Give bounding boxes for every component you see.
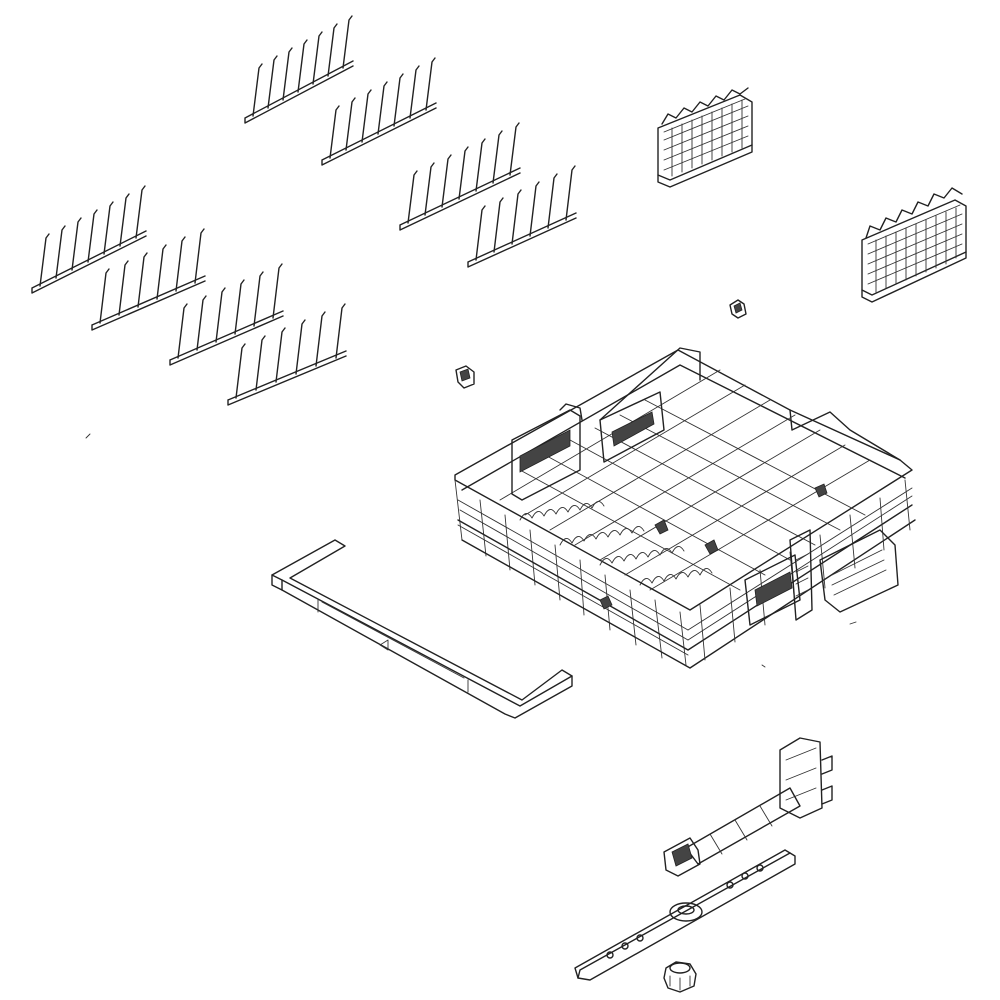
clip-1	[729, 299, 747, 319]
tine-row-5-tine	[55, 225, 66, 279]
tine-row-6-base	[91, 275, 206, 331]
tine-row-4-tine	[565, 165, 576, 221]
tine-row-1-tine	[297, 39, 308, 93]
tine-row-4-tine	[493, 197, 504, 253]
tine-row-3-tine	[441, 154, 452, 208]
tine-row-5-tine	[39, 233, 50, 287]
tine-row-6-tine	[137, 252, 148, 308]
spray-arm-manifold	[663, 737, 833, 877]
tine-row-2-base	[321, 102, 437, 166]
tine-row-1-tine	[267, 55, 278, 109]
tine-row-8-tine	[335, 303, 346, 359]
tine-row-4-tine	[475, 205, 486, 261]
tine-row-1-tine	[282, 47, 293, 101]
tine-row-1	[244, 15, 354, 124]
tine-row-8-tine	[235, 343, 246, 399]
tine-row-3-tine	[492, 130, 503, 184]
spray-arm	[574, 849, 796, 981]
cup-shelf-1	[657, 87, 753, 188]
tine-row-5	[31, 185, 147, 294]
tine-row-4-tine	[511, 189, 522, 245]
tine-rows-group	[31, 15, 577, 406]
tine-row-3-tine	[509, 122, 520, 176]
tine-row-8-base	[227, 350, 347, 406]
tine-row-2-tine	[393, 73, 404, 127]
tine-row-5-tine	[87, 209, 98, 263]
upper-rack	[454, 347, 916, 669]
tine-row-7-tine	[253, 271, 264, 327]
tine-row-5-tine	[119, 193, 130, 247]
tine-row-4-base	[467, 212, 577, 268]
cup-shelf-2	[861, 187, 967, 303]
tine-row-7	[169, 263, 284, 366]
tine-row-8-tine	[275, 327, 286, 383]
tine-row-5-tine	[103, 201, 114, 255]
tine-row-7-tine	[234, 279, 245, 335]
tine-row-6-tine	[99, 268, 110, 324]
tine-row-2-tine	[377, 81, 388, 135]
tine-row-2-tine	[409, 65, 420, 119]
tine-row-3-tine	[458, 146, 469, 200]
tine-row-6-tine	[156, 244, 167, 300]
tine-row-7-tine	[272, 263, 283, 319]
tine-row-5-tine	[71, 217, 82, 271]
tine-row-8	[227, 303, 347, 406]
clip-2	[455, 365, 475, 389]
tine-row-2-tine	[361, 89, 372, 143]
tine-row-7-tine	[196, 295, 207, 351]
tine-row-6-tine	[118, 260, 129, 316]
tine-row-2-tine	[425, 57, 436, 111]
tine-row-5-tine	[135, 185, 146, 239]
tine-row-1-tine	[327, 23, 338, 77]
tine-row-3-tine	[475, 138, 486, 192]
stray-marks	[85, 433, 857, 668]
tine-row-8-tine	[295, 319, 306, 375]
tine-row-6	[91, 228, 206, 331]
tine-row-1-tine	[252, 63, 263, 117]
tine-row-3-tine	[407, 170, 418, 224]
tine-row-6-tine	[194, 228, 205, 284]
tine-row-6-tine	[175, 236, 186, 292]
tine-row-3-tine	[424, 162, 435, 216]
tine-row-1-tine	[342, 15, 353, 69]
tine-row-4-tine	[547, 173, 558, 229]
tine-row-1-tine	[312, 31, 323, 85]
tine-row-7-tine	[215, 287, 226, 343]
rack-handle	[271, 539, 573, 719]
tine-row-4-tine	[529, 181, 540, 237]
tine-row-4	[467, 165, 577, 268]
tine-row-2	[321, 57, 437, 166]
tine-row-8-tine	[315, 311, 326, 367]
tine-row-1-base	[244, 60, 354, 124]
tine-row-2-tine	[329, 105, 340, 159]
tine-row-3	[399, 122, 521, 231]
tine-row-8-tine	[255, 335, 266, 391]
tine-row-5-base	[31, 230, 147, 294]
tine-row-7-tine	[177, 303, 188, 359]
spray-arm-nut	[663, 961, 697, 993]
tine-row-2-tine	[345, 97, 356, 151]
tine-row-7-base	[169, 310, 284, 366]
